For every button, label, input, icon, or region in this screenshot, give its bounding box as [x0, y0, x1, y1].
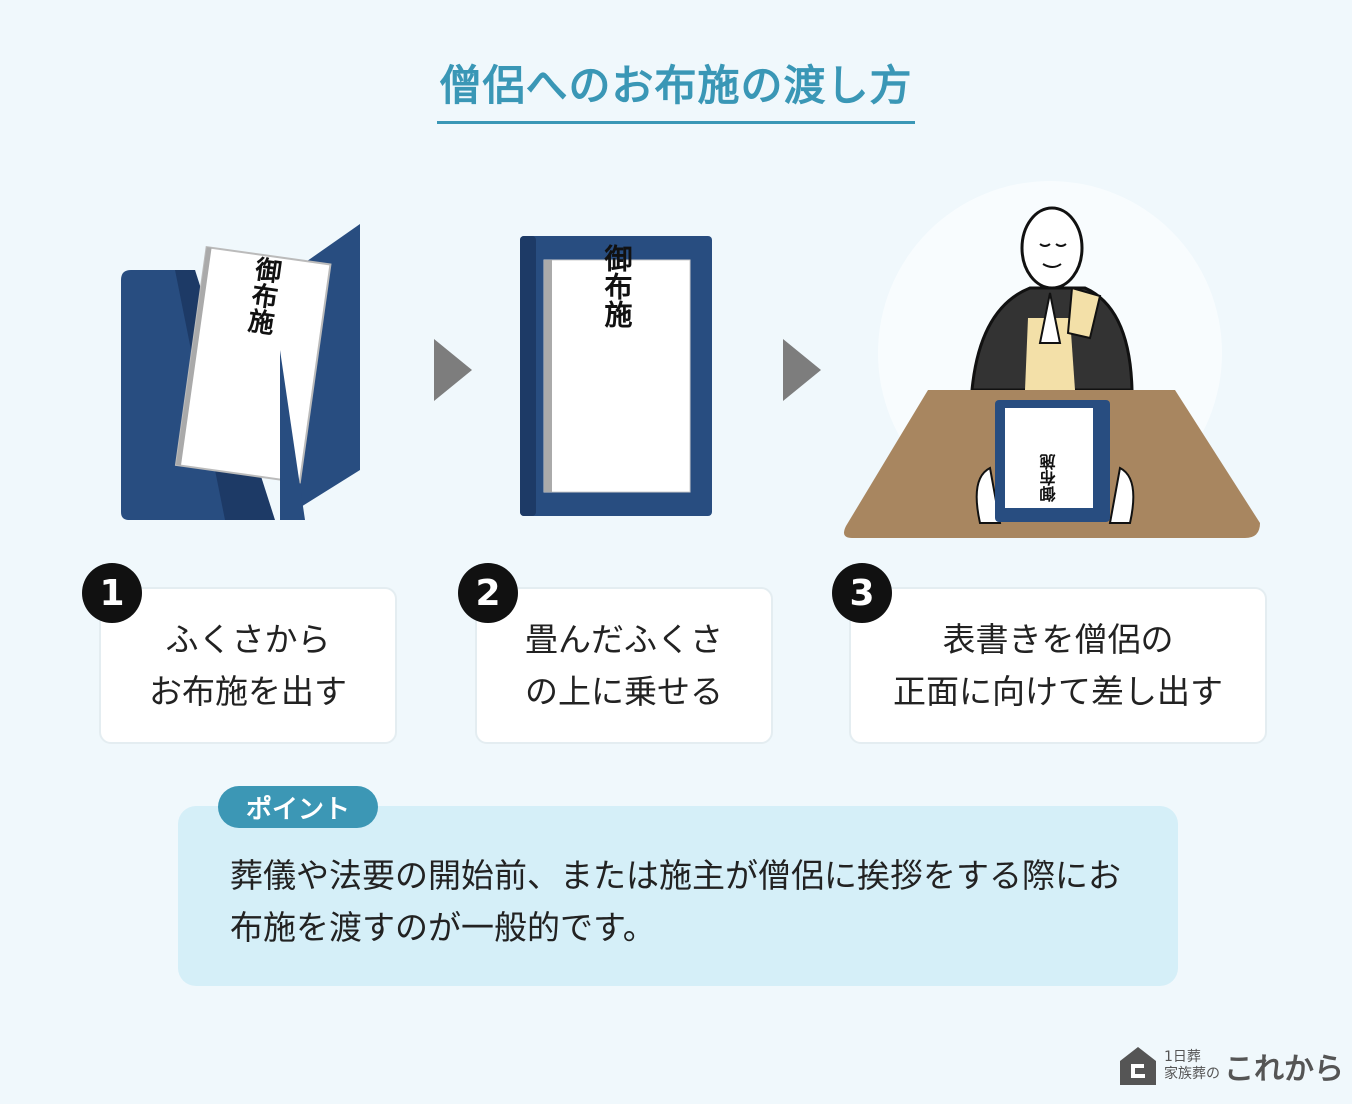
- point-box: 葬儀や法要の開始前、または施主が僧侶に挨拶をする際にお布施を渡すのが一般的です。: [178, 806, 1178, 986]
- house-icon: [1120, 1047, 1156, 1085]
- step-3-badge: 3: [832, 563, 892, 623]
- point-text: 葬儀や法要の開始前、または施主が僧侶に挨拶をする際にお布施を渡すのが一般的です。: [230, 856, 1121, 947]
- svg-text:御布施: 御布施: [601, 244, 634, 329]
- logo-brand: これから: [1224, 1052, 1344, 1087]
- monk-receiving-illustration: 御布施: [844, 181, 1260, 538]
- step-1-card: ふくさから お布施を出す: [99, 587, 397, 744]
- page-title: 僧侶へのお布施の渡し方: [0, 52, 1352, 124]
- step-1-badge: 1: [82, 563, 142, 623]
- title-text: 僧侶へのお布施の渡し方: [437, 52, 915, 124]
- envelope-on-fukusa-illustration: 御布施: [520, 236, 712, 516]
- brand-logo: 1日葬家族葬の これから: [1120, 1044, 1344, 1088]
- fukusa-open-illustration: 御布施: [121, 224, 360, 520]
- step-3-card: 表書きを僧侶の 正面に向けて差し出す: [849, 587, 1267, 744]
- svg-text:御布施: 御布施: [1039, 453, 1059, 503]
- step-1-text-line2: お布施を出す: [149, 671, 347, 711]
- step-2-text-line1: 畳んだふくさ: [525, 619, 723, 659]
- step-2-card: 畳んだふくさ の上に乗せる: [475, 587, 773, 744]
- logo-line1: 1日葬: [1164, 1049, 1201, 1065]
- step-2-badge: 2: [458, 563, 518, 623]
- step-2-text-line2: の上に乗せる: [525, 671, 723, 711]
- logo-line2: 家族葬の: [1164, 1066, 1220, 1082]
- step-3-text-line2: 正面に向けて差し出す: [893, 671, 1223, 711]
- arrow-right-icon: [434, 339, 472, 401]
- step-3-text-line1: 表書きを僧侶の: [942, 619, 1174, 659]
- step-1-text-line1: ふくさから: [165, 619, 331, 659]
- point-label: ポイント: [218, 786, 378, 828]
- arrow-right-icon: [783, 339, 821, 401]
